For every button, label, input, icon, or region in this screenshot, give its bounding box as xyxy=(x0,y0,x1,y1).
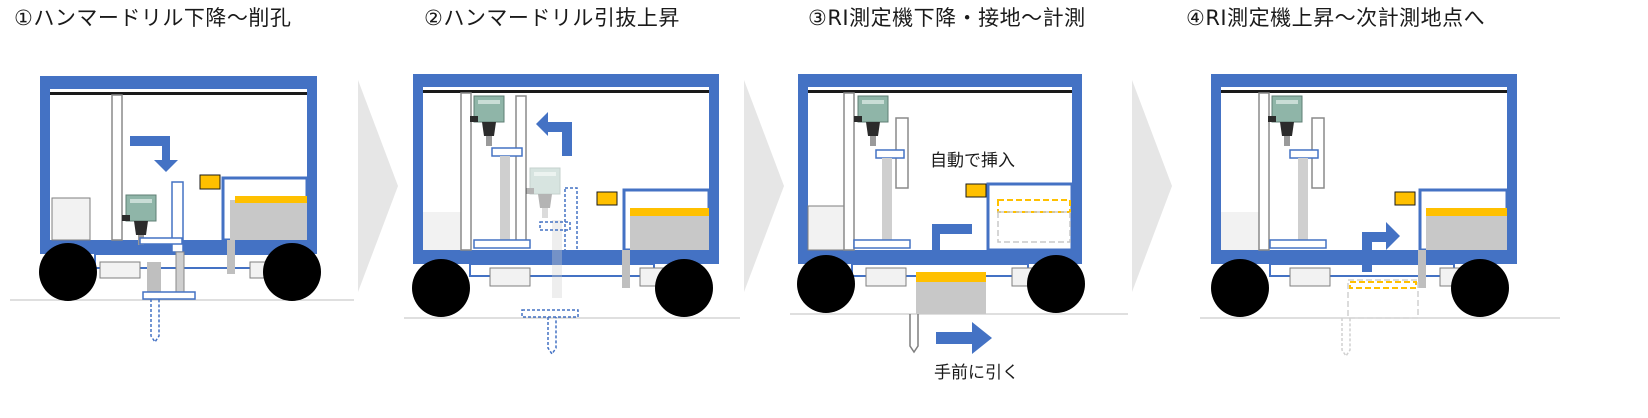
ri-meter-body xyxy=(1426,214,1507,250)
wheel-icon xyxy=(39,243,97,301)
sensor-tag xyxy=(596,191,618,206)
borehole xyxy=(150,299,160,344)
sensor-tag xyxy=(1394,191,1416,206)
vehicle-pillar-right xyxy=(307,76,317,254)
wheel-icon xyxy=(1027,255,1085,313)
vehicle-roof xyxy=(1211,74,1517,87)
step-2-title: ②ハンマードリル引抜上昇 xyxy=(424,6,680,30)
sensor-tag xyxy=(965,183,987,198)
panel-3 xyxy=(790,74,1128,354)
ri-meter-top xyxy=(235,196,307,203)
mast xyxy=(843,92,855,251)
mast xyxy=(1258,92,1270,251)
drill-icon xyxy=(853,95,889,147)
chevron-arrow-1 xyxy=(358,80,398,292)
right-arrow-icon xyxy=(936,322,992,354)
ri-meter-body xyxy=(630,214,709,250)
vehicle-pillar-right xyxy=(1507,74,1517,264)
vehicle-floor xyxy=(413,250,719,264)
drill-icon xyxy=(469,95,505,147)
ri-meter-top xyxy=(630,208,709,216)
panel-1 xyxy=(10,76,354,344)
panel-2 xyxy=(404,74,740,356)
wheel-icon xyxy=(1211,259,1269,317)
vehicle-roof xyxy=(40,76,317,89)
step-1-title: ①ハンマードリル下降～削孔 xyxy=(14,6,292,30)
vehicle-roof xyxy=(413,74,719,87)
vehicle-pillar-left xyxy=(40,76,50,254)
borehole xyxy=(547,317,557,356)
equipment-box xyxy=(807,205,845,251)
chevron-arrow-2 xyxy=(744,80,784,292)
insert-arrow-icon xyxy=(924,224,972,262)
sensor-tag xyxy=(199,174,221,190)
vehicle-pillar-right xyxy=(1072,74,1082,264)
wheel-icon xyxy=(655,259,713,317)
wheel-icon xyxy=(797,255,855,313)
mast xyxy=(111,94,123,241)
step-3-title: ③RI測定機下降・接地～計測 xyxy=(808,6,1086,30)
probe xyxy=(909,314,919,354)
vehicle-pillar-right xyxy=(709,74,719,264)
wheel-icon xyxy=(1451,259,1509,317)
equipment-box xyxy=(51,197,91,241)
vehicle-roof xyxy=(798,74,1082,87)
step-4-title: ④RI測定機上昇～次計測地点へ xyxy=(1186,6,1486,30)
ri-meter-body xyxy=(916,282,986,314)
vehicle-pillar-left xyxy=(798,74,808,264)
drill-icon xyxy=(1267,95,1303,147)
wheel-icon xyxy=(412,259,470,317)
ri-meter-top xyxy=(1426,208,1507,216)
up-arrow-icon xyxy=(536,112,572,156)
vehicle-pillar-left xyxy=(1211,74,1221,264)
ri-meter-top xyxy=(916,272,986,282)
pull-forward-label: 手前に引く xyxy=(934,363,1019,383)
vehicle-pillar-left xyxy=(413,74,423,264)
up-right-arrow-icon xyxy=(1362,222,1400,272)
chevron-arrow-3 xyxy=(1132,80,1172,292)
ri-meter-body xyxy=(230,200,307,240)
down-arrow-icon xyxy=(130,136,178,172)
auto-insert-label: 自動で挿入 xyxy=(930,151,1015,171)
probe xyxy=(1341,318,1351,358)
wheel-icon xyxy=(263,243,321,301)
mast xyxy=(460,92,472,251)
panel-4 xyxy=(1200,74,1560,358)
ri-meter-housing xyxy=(986,182,1074,252)
